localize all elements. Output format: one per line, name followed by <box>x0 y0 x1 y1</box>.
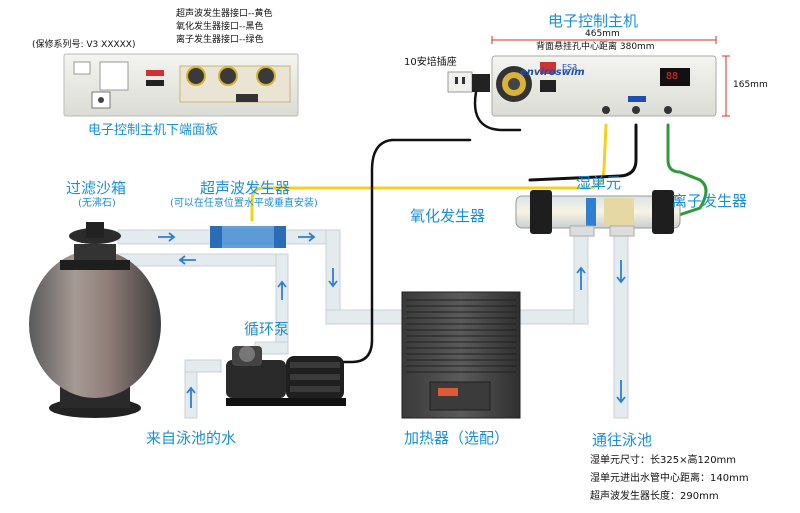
heater <box>401 291 521 419</box>
power-plug-icon <box>447 71 490 93</box>
main-unit-label: 电子控制主机 <box>548 12 639 30</box>
socket-label: 10安培插座 <box>404 57 457 68</box>
oxidizer-label: 氧化发生器 <box>410 207 486 225</box>
cell-label: 湿单元 <box>576 174 622 192</box>
main-controller <box>491 36 730 117</box>
ion-label: 离子发生器 <box>672 192 748 210</box>
wires <box>250 90 708 364</box>
pump-label: 循环泵 <box>244 320 290 338</box>
panel-model-label: ES3 <box>562 63 578 72</box>
filter-note-label: (无沸石) <box>78 198 116 209</box>
circulation-pump <box>226 346 346 406</box>
port-yellow-label: 超声波发生器接口--黄色 <box>176 9 273 19</box>
port-black-label: 氧化发生器接口--黑色 <box>176 22 264 32</box>
mount-dim-label: 背面悬挂孔中心距离 380mm <box>536 42 655 52</box>
brand-label: enviroswim <box>520 67 585 78</box>
width-dim-label: 465mm <box>585 29 620 39</box>
panel-display: 88 <box>666 71 679 82</box>
serial-label: (保修系列号: V3 XXXXX) <box>32 40 136 50</box>
to-pool-label: 通往泳池 <box>592 431 653 449</box>
heater-label: 加热器（选配） <box>404 429 510 447</box>
filter-label: 过滤沙箱 <box>66 179 127 197</box>
spec-pipe-distance: 湿单元进出水管中心距离：140mm <box>590 473 749 484</box>
flow-arrow-icon <box>158 232 626 408</box>
port-green-label: 离子发生器接口--绿色 <box>176 35 264 45</box>
bottom-panel-label: 电子控制主机下端面板 <box>88 123 219 138</box>
wet-cell <box>515 190 681 237</box>
bottom-panel-image <box>63 53 299 117</box>
from-pool-label: 来自泳池的水 <box>146 429 237 447</box>
height-dim-label: 165mm <box>733 80 768 90</box>
sand-filter-tank <box>29 222 161 418</box>
ultrasonic-note-label: (可以在任意位置水平或垂直安装) <box>170 198 318 209</box>
spec-cell-size: 湿单元尺寸：长325×高120mm <box>590 455 737 466</box>
spec-emitter-length: 超声波发生器长度：290mm <box>590 491 719 502</box>
ultrasonic-label: 超声波发生器 <box>200 179 291 197</box>
ultrasonic-emitter <box>210 226 286 248</box>
